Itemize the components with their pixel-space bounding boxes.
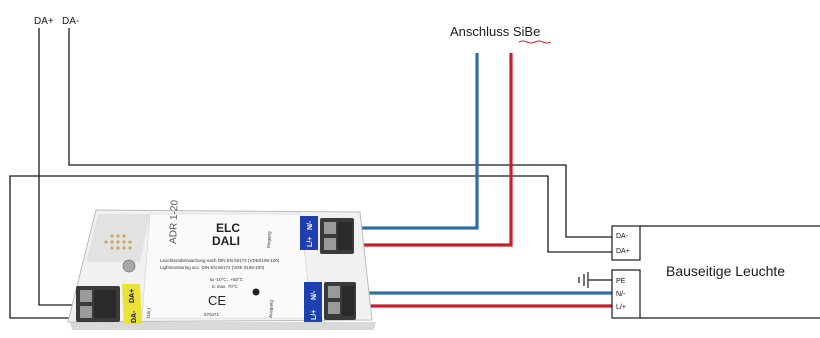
output-terminal-label bbox=[304, 282, 322, 322]
input-terminal-n-minus: N/- bbox=[307, 220, 314, 230]
wire-input-red bbox=[352, 53, 513, 247]
output-terminal-n-minus: N/- bbox=[311, 290, 318, 300]
spellcheck-underline bbox=[518, 40, 552, 44]
wire-da-minus bbox=[68, 28, 612, 238]
box-pe: PE bbox=[616, 278, 626, 285]
device-tc: tc max. 70°C bbox=[212, 284, 239, 289]
dali-clamp bbox=[94, 290, 116, 318]
dali-terminal-da-minus: DA- bbox=[131, 310, 138, 323]
input-clamp bbox=[338, 222, 352, 250]
output-terminal-l-plus: L/+ bbox=[311, 310, 318, 320]
input-screw-2 bbox=[324, 238, 336, 250]
output-screw-1 bbox=[328, 286, 340, 298]
dali-screw-1 bbox=[80, 290, 92, 302]
device-shadow bbox=[70, 322, 376, 330]
device-ce-mark: CE bbox=[208, 293, 226, 308]
input-terminal-l-plus: L/+ bbox=[307, 237, 314, 247]
box-l: L/+ bbox=[616, 304, 626, 311]
device-text-line2: Lightmonitoring acc. DIN EN 60172 (VDE 0… bbox=[160, 265, 265, 270]
device-dot-grid bbox=[104, 234, 132, 250]
device-ausgang: Ausgang bbox=[268, 300, 274, 318]
device-article-number: 670471 bbox=[204, 312, 220, 317]
dali-screw-2 bbox=[80, 306, 92, 318]
box-da-minus: DA- bbox=[616, 233, 629, 240]
output-screw-2 bbox=[328, 302, 340, 314]
dali-terminal-da-plus: DA+ bbox=[129, 289, 136, 303]
box-n: N/- bbox=[616, 291, 626, 298]
device-dali-label: DALI bbox=[146, 308, 151, 318]
power-wires bbox=[352, 53, 612, 308]
wire-da-plus-loop bbox=[9, 175, 612, 319]
device-temp: ta -10°C...+50°C bbox=[210, 277, 244, 282]
wire-input-blue bbox=[352, 53, 479, 230]
device-rotary-dial bbox=[122, 259, 136, 273]
label-anschluss-sibe: Anschluss SiBe bbox=[450, 24, 540, 39]
device-title: ELC bbox=[216, 221, 240, 235]
luminaire-terminal-box: DA- DA+ PE N/- L/+ bbox=[611, 225, 641, 319]
label-da-minus: DA- bbox=[62, 16, 79, 27]
device-recess bbox=[86, 214, 150, 262]
input-terminal-label bbox=[300, 216, 318, 250]
dali-terminal-block bbox=[611, 225, 641, 261]
device-led bbox=[252, 288, 260, 296]
output-clamp bbox=[342, 286, 354, 316]
ground-symbol bbox=[578, 272, 589, 288]
device-eingang: Eingang bbox=[266, 231, 272, 248]
dali-terminal-label bbox=[122, 284, 142, 324]
device-text-line1: Leuchtenüberwachung nach DIN EN 60172 (V… bbox=[160, 258, 280, 263]
device-model: ADR 1-20 bbox=[168, 199, 181, 244]
elc-dali-device: ADR 1-20 ELC DALI Leuchtenüberwachung na… bbox=[67, 199, 376, 330]
power-terminal-block bbox=[611, 269, 641, 319]
box-da-plus: DA+ bbox=[616, 248, 630, 255]
label-bauseitige-leuchte: Bauseitige Leuchte bbox=[666, 263, 785, 279]
device-subtitle: DALI bbox=[212, 234, 240, 248]
input-screw-1 bbox=[324, 222, 336, 234]
label-da-plus: DA+ bbox=[34, 16, 54, 27]
